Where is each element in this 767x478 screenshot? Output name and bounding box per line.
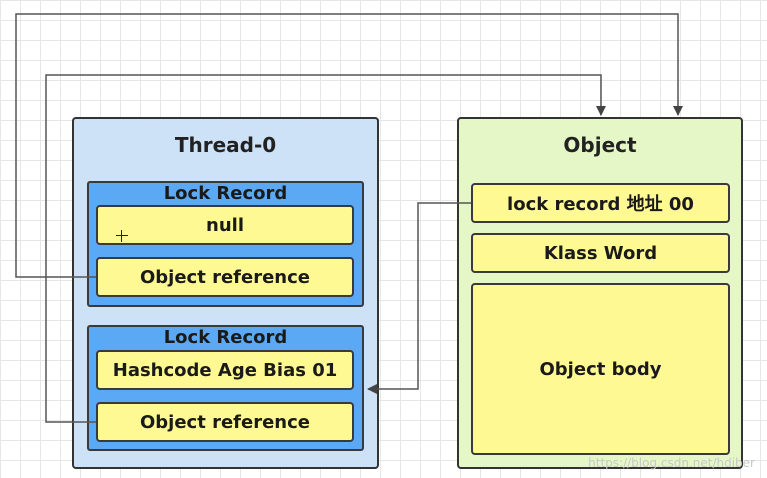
lock-record-1-object-reference: Object reference (96, 257, 354, 297)
lock-record-1-title: Lock Record (163, 183, 288, 204)
watermark-url: https://blog.csdn.net/hdiber (588, 456, 755, 470)
lock-record-2-title: Lock Record (163, 327, 288, 348)
object-body: Object body (471, 283, 730, 455)
thread-title: Thread-0 (174, 133, 277, 157)
arrow-lockrecord-to-record2 (367, 202, 471, 394)
object-title: Object (563, 133, 637, 157)
lock-record-2-value: Hashcode Age Bias 01 (96, 350, 354, 390)
crosshair-cursor-icon (116, 230, 128, 242)
object-klass-word: Klass Word (471, 233, 730, 273)
lock-record-1-value: null (96, 205, 354, 245)
object-header-lock-record: lock record 地址 00 (471, 183, 730, 223)
lock-record-2-object-reference: Object reference (96, 402, 354, 442)
